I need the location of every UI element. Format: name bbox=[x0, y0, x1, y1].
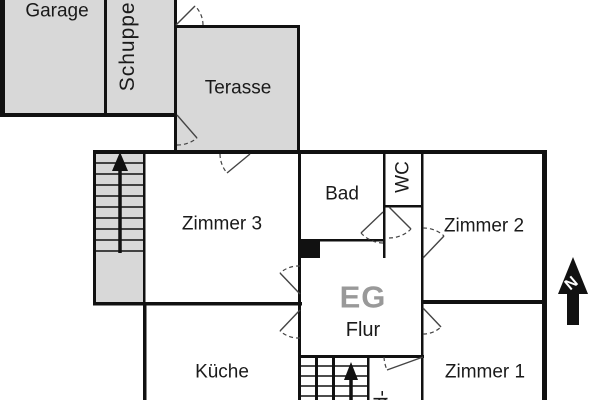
stairs-up-arrow-icon bbox=[112, 152, 128, 253]
door-flur-kueche bbox=[279, 309, 301, 339]
door-schuppen bbox=[175, 5, 204, 26]
door-zimmer1 bbox=[422, 307, 442, 335]
north-arrow-icon bbox=[558, 257, 588, 325]
garage-area bbox=[0, 0, 107, 117]
walls bbox=[0, 0, 547, 400]
door-entrance-zimmer3 bbox=[219, 153, 251, 174]
stair-rail bbox=[332, 358, 335, 400]
chimney-block bbox=[301, 241, 320, 258]
door-zimmer2 bbox=[422, 227, 445, 259]
terasse-area bbox=[177, 25, 300, 154]
stairs-down-arrow-icon bbox=[344, 362, 358, 400]
door-flur-zimmer3 bbox=[279, 265, 301, 295]
door-terasse bbox=[176, 114, 198, 146]
schuppen-area bbox=[107, 0, 177, 115]
door-wc bbox=[388, 206, 412, 239]
stairs-up bbox=[96, 152, 143, 253]
door-windfang bbox=[383, 356, 424, 371]
door-bad bbox=[360, 211, 384, 244]
stair-rail bbox=[315, 358, 318, 400]
door-swings bbox=[175, 5, 445, 371]
stairs-down bbox=[301, 358, 367, 400]
